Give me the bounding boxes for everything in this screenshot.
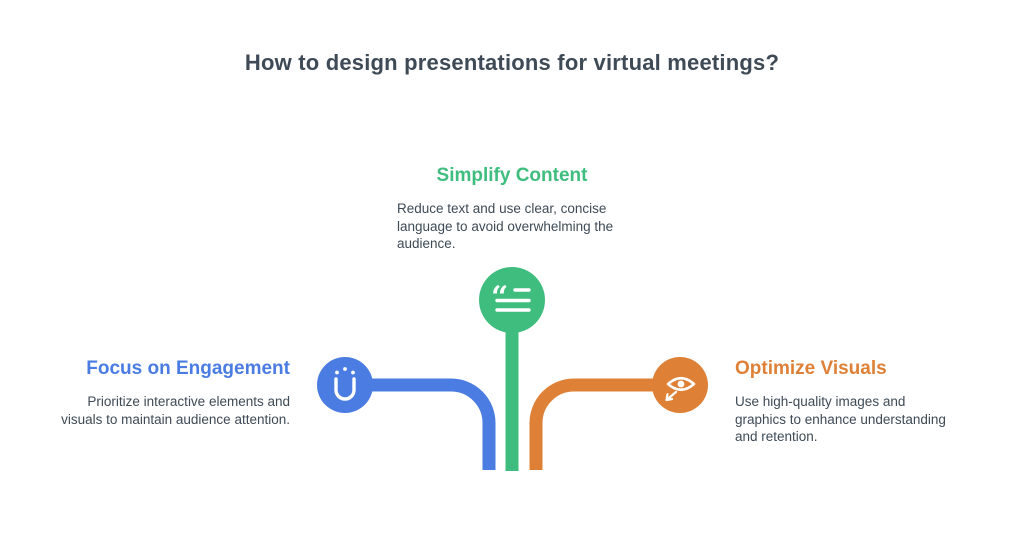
section-heading-focus-on-engagement: Focus on Engagement [86, 358, 290, 379]
page-title: How to design presentations for virtual … [244, 50, 780, 75]
section-focus-on-engagement: Focus on Engagement Prioritize interacti… [52, 357, 290, 428]
section-description-simplify-content: Reduce text and use clear, concise langu… [397, 201, 614, 251]
section-heading-simplify-content: Simplify Content [436, 165, 588, 186]
eye-visuals-icon [652, 357, 708, 413]
section-heading-optimize-visuals: Optimize Visuals [735, 358, 887, 379]
engagement-icon-badge [317, 357, 373, 413]
section-optimize-visuals: Optimize Visuals Use high-quality images… [735, 357, 957, 446]
engagement-branch-line [345, 378, 496, 470]
visuals-branch-line [529, 378, 680, 470]
quote-glyph: “ [491, 280, 508, 315]
section-description-optimize-visuals: Use high-quality images and graphics to … [735, 394, 946, 444]
section-description-focus-on-engagement: Prioritize interactive elements and visu… [61, 394, 290, 427]
magnet-engagement-icon [317, 357, 373, 413]
quote-content-icon: “ [479, 267, 545, 333]
section-simplify-content: Simplify Content Reduce text and use cle… [397, 164, 627, 253]
